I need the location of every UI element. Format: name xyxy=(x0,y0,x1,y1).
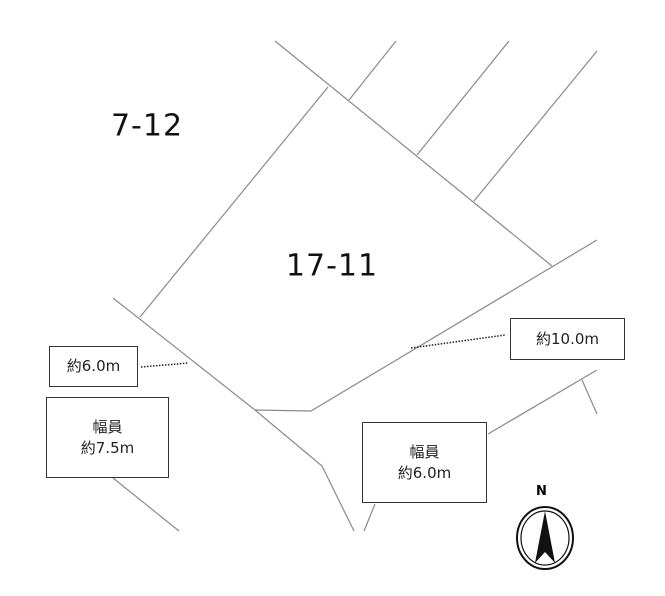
road-left-title: 幅員 xyxy=(92,418,123,437)
south-boundary xyxy=(254,239,598,412)
right-road-edge xyxy=(487,369,598,435)
lot-label-neighbor: 7-12 xyxy=(110,108,184,144)
road-width-left-box: 幅員 約7.5m xyxy=(46,397,169,478)
road-right-width: 約6.0m xyxy=(397,463,452,482)
frontage-right-leader xyxy=(410,334,506,349)
frontage-left-leader xyxy=(140,362,189,368)
road-width-right-box: 幅員 約6.0m xyxy=(362,422,487,503)
ne-boundary xyxy=(274,40,553,267)
compass-north-label: N xyxy=(536,484,547,499)
road-right-title: 幅員 xyxy=(409,443,440,462)
frontage-right-label: 約10.0m xyxy=(535,329,599,348)
road-edge xyxy=(363,503,376,532)
parcel-line xyxy=(581,379,598,415)
frontage-left-box: 約6.0m xyxy=(49,346,138,387)
frontage-right-box: 約10.0m xyxy=(510,318,625,360)
frontage-left-label: 約6.0m xyxy=(66,357,121,376)
left-road-edge xyxy=(112,297,355,532)
nw-boundary xyxy=(139,86,329,318)
parcel-line xyxy=(348,40,397,101)
parcel-line xyxy=(416,40,510,156)
north-arrow-icon xyxy=(516,506,574,570)
parcel-line xyxy=(473,50,598,202)
road-edge xyxy=(112,477,180,532)
lot-label-main: 17-11 xyxy=(285,248,379,284)
road-left-width: 約7.5m xyxy=(80,438,135,457)
